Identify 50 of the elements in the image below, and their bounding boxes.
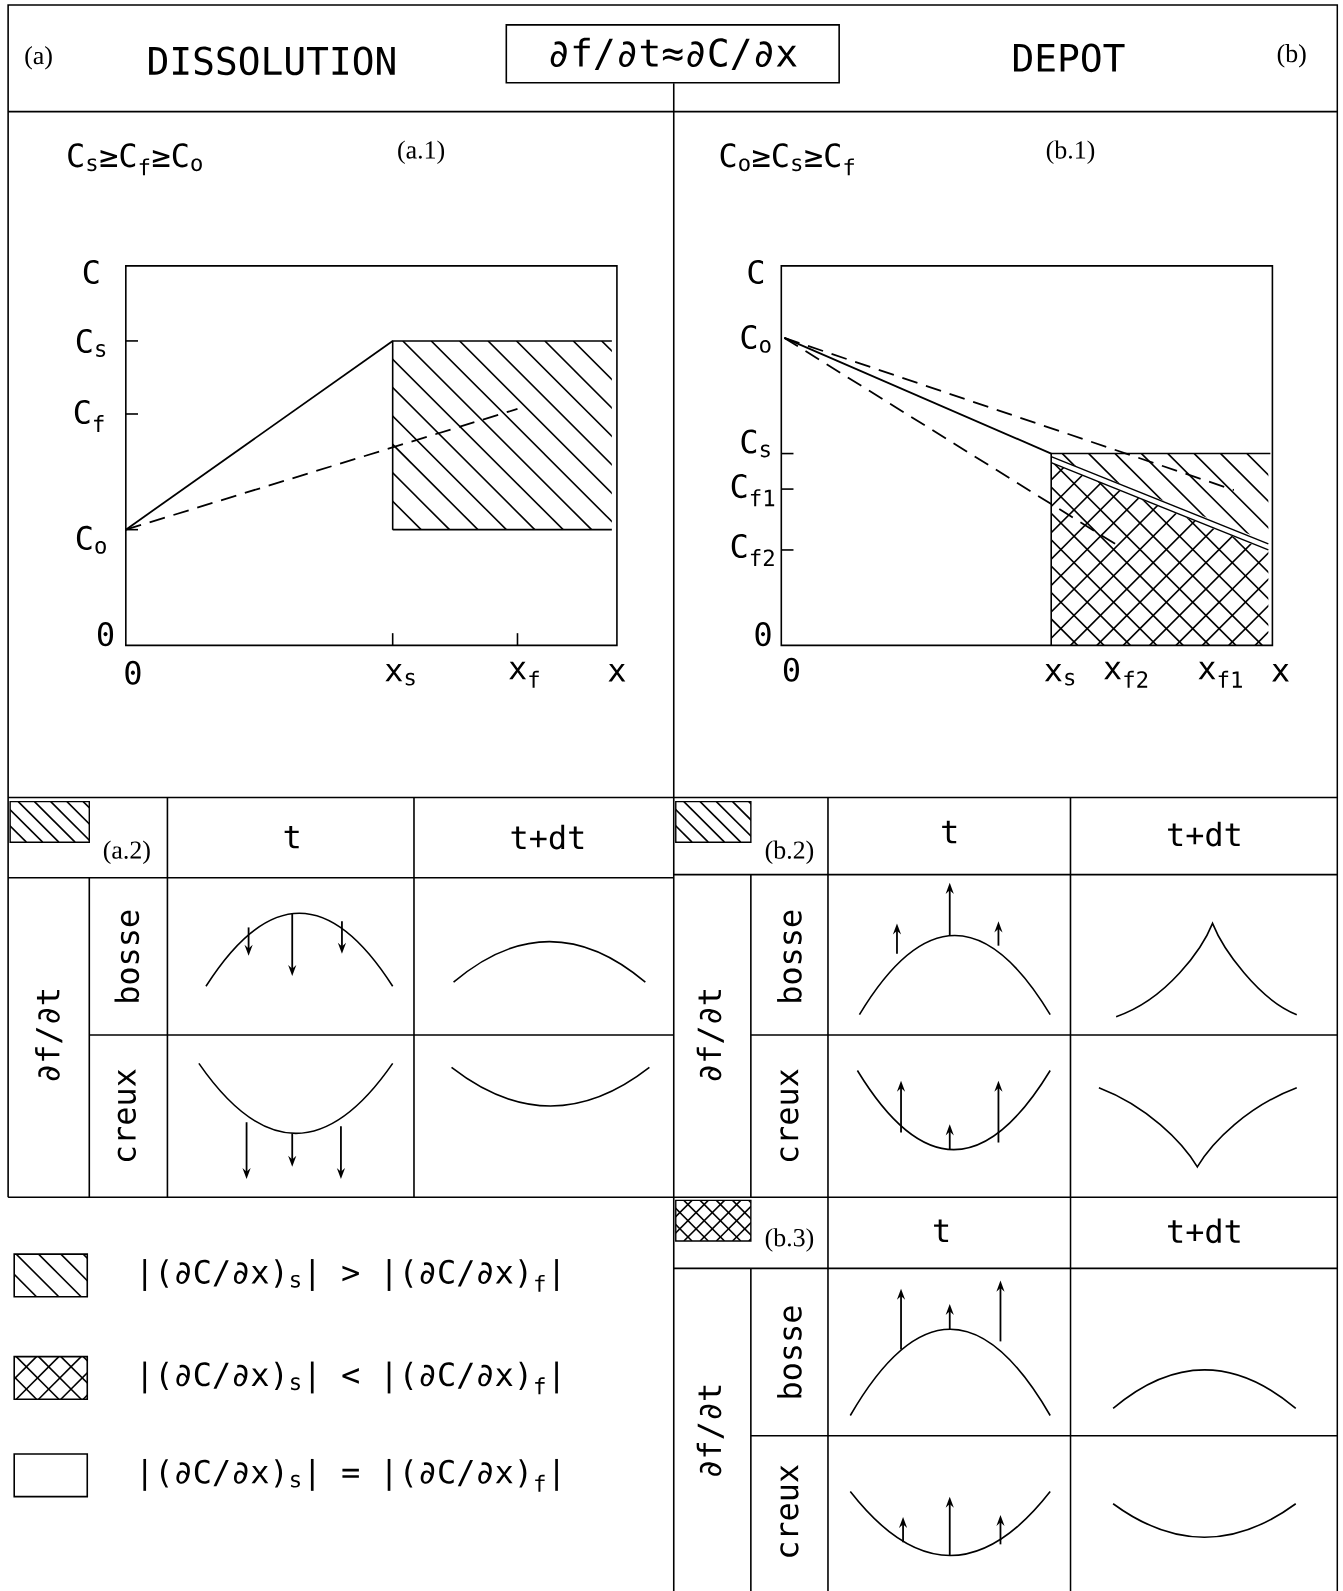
tick-label: 0 [783, 657, 799, 682]
heading: DISSOLUTION [148, 46, 395, 76]
condition-text: C$_{o}$≥C$_{s}$≥C$_{f}$ [720, 143, 854, 176]
legend-text: |(∂C/∂x)$_{s}$| < |(∂C/∂x)$_{f}$| [143, 1361, 558, 1395]
tick-label: C$_{f2}$ [731, 533, 774, 566]
table-tag: (b.2) [765, 840, 813, 865]
tick-label: C$_{s}$ [741, 429, 770, 458]
panel-letter: (a) [25, 46, 52, 70]
row-header: creux [780, 1069, 799, 1162]
column-header: t+dt [511, 824, 583, 850]
panel-number: (a.1) [397, 140, 444, 164]
tick-label: x$_{s}$ [1044, 663, 1074, 686]
column-header: t [933, 1219, 948, 1242]
tick-label: 0 [125, 660, 141, 685]
tick-label: x$_{f1}$ [1198, 661, 1242, 688]
row-header: ∂f/∂t [34, 990, 63, 1081]
tick-label: C$_{f1}$ [731, 474, 774, 507]
axis-label: C [748, 259, 763, 284]
column-header: t [284, 825, 299, 849]
row-header: ∂f/∂t [696, 990, 724, 1081]
tick-label: C$_{s}$ [76, 329, 105, 357]
tick-label: x$_{s}$ [385, 663, 415, 686]
column-header: t+dt [1167, 821, 1240, 847]
panel-letter: (b) [1277, 44, 1306, 68]
heading: DEPOT [1013, 43, 1125, 73]
legend-text: |(∂C/∂x)$_{s}$| = |(∂C/∂x)$_{f}$| [143, 1458, 558, 1492]
tick-label: x$_{f2}$ [1104, 661, 1147, 688]
tick-label: 0 [755, 622, 771, 647]
column-header: t [941, 820, 956, 844]
condition-text: C$_{s}$≥C$_{f}$≥C$_{o}$ [68, 143, 202, 176]
row-header: bosse [114, 910, 139, 1002]
tick-label: C$_{o}$ [741, 324, 771, 353]
row-header: creux [780, 1465, 799, 1557]
row-header: ∂f/∂t [696, 1385, 724, 1476]
panel-number: (b.1) [1046, 140, 1094, 164]
row-header: bosse [776, 1306, 802, 1398]
row-header: creux [117, 1069, 136, 1162]
tick-label: C$_{o}$ [76, 525, 106, 554]
axis-label: C [83, 259, 99, 284]
axis-label: x [1271, 664, 1289, 682]
legend-text: |(∂C/∂x)$_{s}$| > |(∂C/∂x)$_{f}$| [143, 1259, 558, 1292]
table-tag: (a.2) [103, 840, 150, 865]
tick-label: 0 [97, 622, 113, 647]
formula-box: ∂f/∂t≈∂C/∂x [505, 24, 840, 84]
row-header: bosse [776, 910, 802, 1002]
tick-label: x$_{f}$ [509, 661, 539, 688]
column-header: t+dt [1167, 1218, 1240, 1244]
table-tag: (b.3) [765, 1228, 813, 1252]
tick-label: C$_{f}$ [74, 400, 104, 433]
axis-label: x [608, 664, 626, 682]
